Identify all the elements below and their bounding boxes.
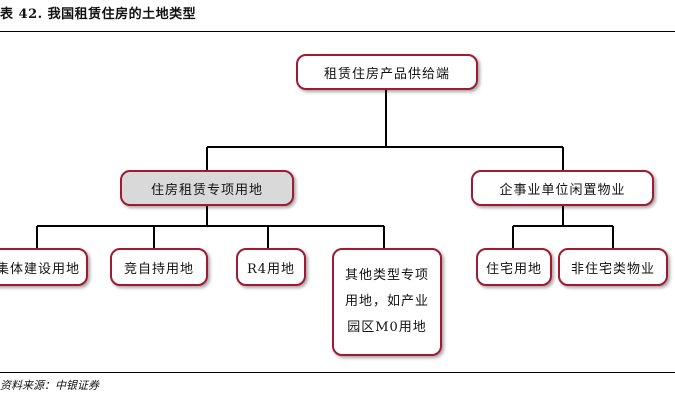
bottom-rule	[0, 372, 675, 373]
left-branch-node: 住房租赁专项用地	[120, 170, 294, 206]
page-title: 表 42. 我国租赁住房的土地类型	[0, 7, 197, 22]
root-node: 租赁住房产品供给端	[296, 54, 478, 90]
top-rule	[0, 31, 675, 32]
source-note: 资料来源：中银证券	[0, 379, 99, 392]
right-branch-node: 企事业单位闲置物业	[471, 170, 654, 206]
left-child-node-4: 其他类型专项用地，如产业园区M0用地	[332, 248, 442, 356]
left-child-node-2: 竞自持用地	[110, 248, 208, 286]
right-child-node-1: 住宅用地	[476, 248, 552, 286]
right-child-node-2: 非住宅类物业	[558, 248, 668, 286]
left-child-node-1: 集体建设用地	[0, 248, 88, 286]
left-child-node-3: R4用地	[236, 248, 306, 286]
